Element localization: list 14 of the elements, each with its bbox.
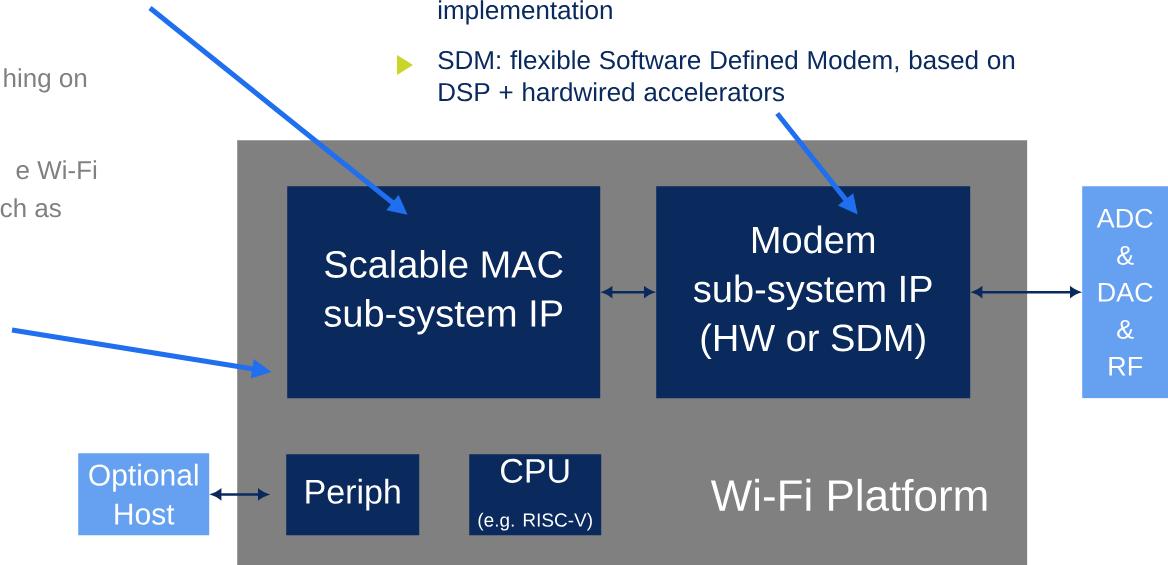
text-line: hing on [4, 68, 87, 93]
subsystem-box: Scalable MAC sub-system IP [287, 186, 601, 399]
block-box: Periph [286, 454, 420, 536]
text-line: implementation [438, 0, 612, 25]
subsystem-box: Modem sub-system IP (HW or SDM) [656, 186, 971, 399]
arrow [602, 287, 654, 298]
text-line: ch as [0, 198, 61, 218]
host-box: Optional Host [78, 453, 210, 536]
text-line: e Wi-Fi [16, 160, 97, 180]
arrow [972, 287, 1080, 298]
block-box: CPU (e.g. RISC-V) [469, 454, 602, 536]
bullet-text: SDM: flexible Software Defined Modem, based on DSP + hardwired accelerators [438, 50, 1015, 102]
converter-box: ADC & DAC & RF [1082, 186, 1168, 399]
arrow [211, 489, 268, 500]
